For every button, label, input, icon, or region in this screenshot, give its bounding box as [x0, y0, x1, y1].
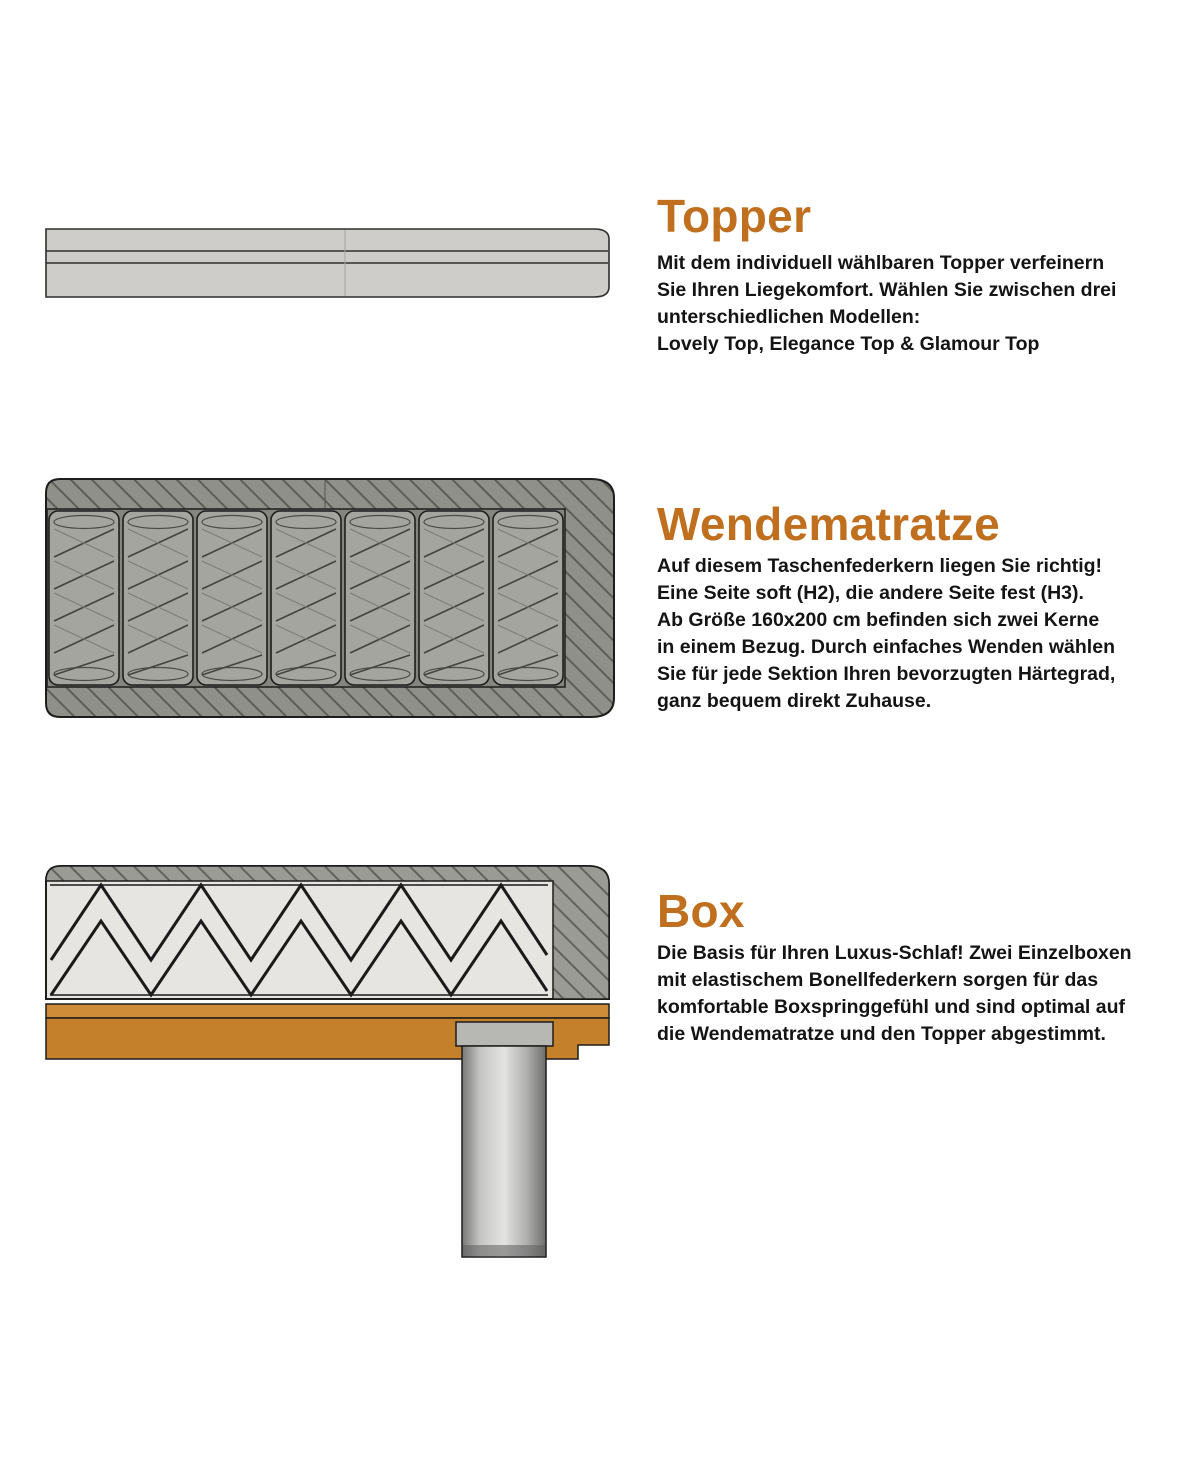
wendematratze-title: Wendematratze — [657, 498, 1001, 550]
topper-cross-section-icon — [45, 228, 610, 298]
topper-diagram — [45, 228, 610, 298]
pocket-spring — [48, 510, 120, 686]
pocket-spring — [418, 510, 490, 686]
box-diagram — [45, 865, 610, 1260]
bonell-spring-box-icon — [45, 865, 610, 1258]
box-cover-hatch — [45, 865, 610, 1000]
leg-cylinder — [461, 1045, 547, 1258]
box-title: Box — [657, 885, 745, 937]
pocket-spring — [492, 510, 564, 686]
leg-mount-plate — [455, 1021, 554, 1047]
leg-foot-shadow — [463, 1245, 545, 1256]
pocket-spring-mattress-icon — [45, 478, 615, 718]
box-body — [45, 865, 610, 1000]
pocket-spring — [122, 510, 194, 686]
bonell-spring-lower — [49, 918, 549, 998]
wendematratze-diagram — [45, 478, 615, 718]
bonell-spring-upper — [49, 882, 549, 963]
topper-description: Mit dem individuell wählbaren Topper ver… — [657, 252, 1117, 355]
pocket-spring — [270, 510, 342, 686]
pocket-spring — [196, 510, 268, 686]
topper-title: Topper — [657, 190, 812, 242]
pocket-spring — [344, 510, 416, 686]
wendematratze-description: Auf diesem Taschenfederkern liegen Sie r… — [657, 555, 1116, 712]
box-description: Die Basis für Ihren Luxus-Schlaf! Zwei E… — [657, 942, 1132, 1045]
wood-slat-top — [45, 1003, 610, 1019]
